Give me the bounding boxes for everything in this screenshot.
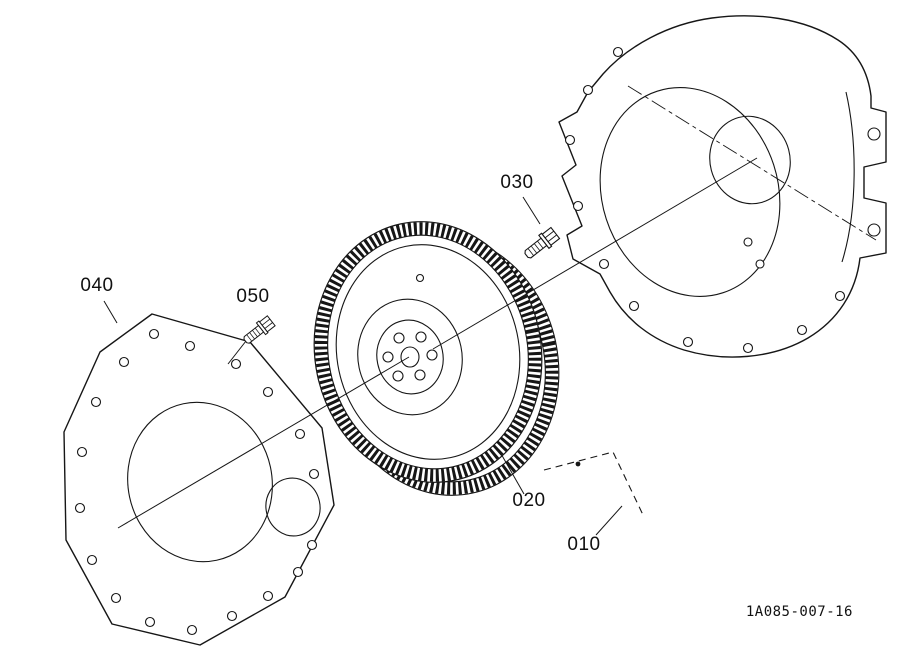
callout-040: 040 <box>80 275 113 296</box>
flywheel-bolt-holes <box>382 331 438 382</box>
reference-dot-010 <box>575 461 581 467</box>
leader-020 <box>499 451 525 495</box>
flywheel-face-hole <box>415 273 425 283</box>
housing-center-opening <box>599 87 781 297</box>
housing-bore-circle <box>709 115 791 205</box>
callout-010: 010 <box>567 534 600 555</box>
leader-lines <box>103 157 758 536</box>
backplate-center-opening <box>127 401 273 563</box>
bolt-050-drawing <box>240 314 277 348</box>
backplate-outline <box>63 313 335 646</box>
figure-code: 1A085-007-16 <box>746 604 853 620</box>
leader-010 <box>595 505 623 536</box>
callout-050: 050 <box>236 286 269 307</box>
backplate-bolt-holes <box>74 328 320 636</box>
flywheel-face-ring <box>335 244 521 460</box>
bolt-030-drawing <box>520 225 561 263</box>
callout-020: 020 <box>512 490 545 511</box>
flywheel-bolt-circle <box>376 319 444 395</box>
backplate-secondary-hole <box>265 477 321 537</box>
housing-flange-holes <box>564 46 881 354</box>
leader-040 <box>103 300 118 324</box>
housing-inner-wall-line <box>841 91 855 263</box>
leader-030 <box>522 196 541 225</box>
flywheel-hub-recess <box>357 298 463 416</box>
axis-line-plate-to-flywheel <box>117 356 410 529</box>
housing-centerline <box>627 85 877 241</box>
flywheel-center-hole <box>400 346 420 368</box>
callout-030: 030 <box>500 172 533 193</box>
flywheel-ring-gear-teeth <box>314 222 542 482</box>
ghost-outline-010 <box>543 451 645 518</box>
flywheel-housing-drawing <box>558 15 887 358</box>
flywheel-drawing <box>313 221 560 496</box>
leader-050 <box>227 340 247 365</box>
backplate-drawing <box>63 313 335 646</box>
axis-line-flywheel-to-housing <box>432 157 758 350</box>
